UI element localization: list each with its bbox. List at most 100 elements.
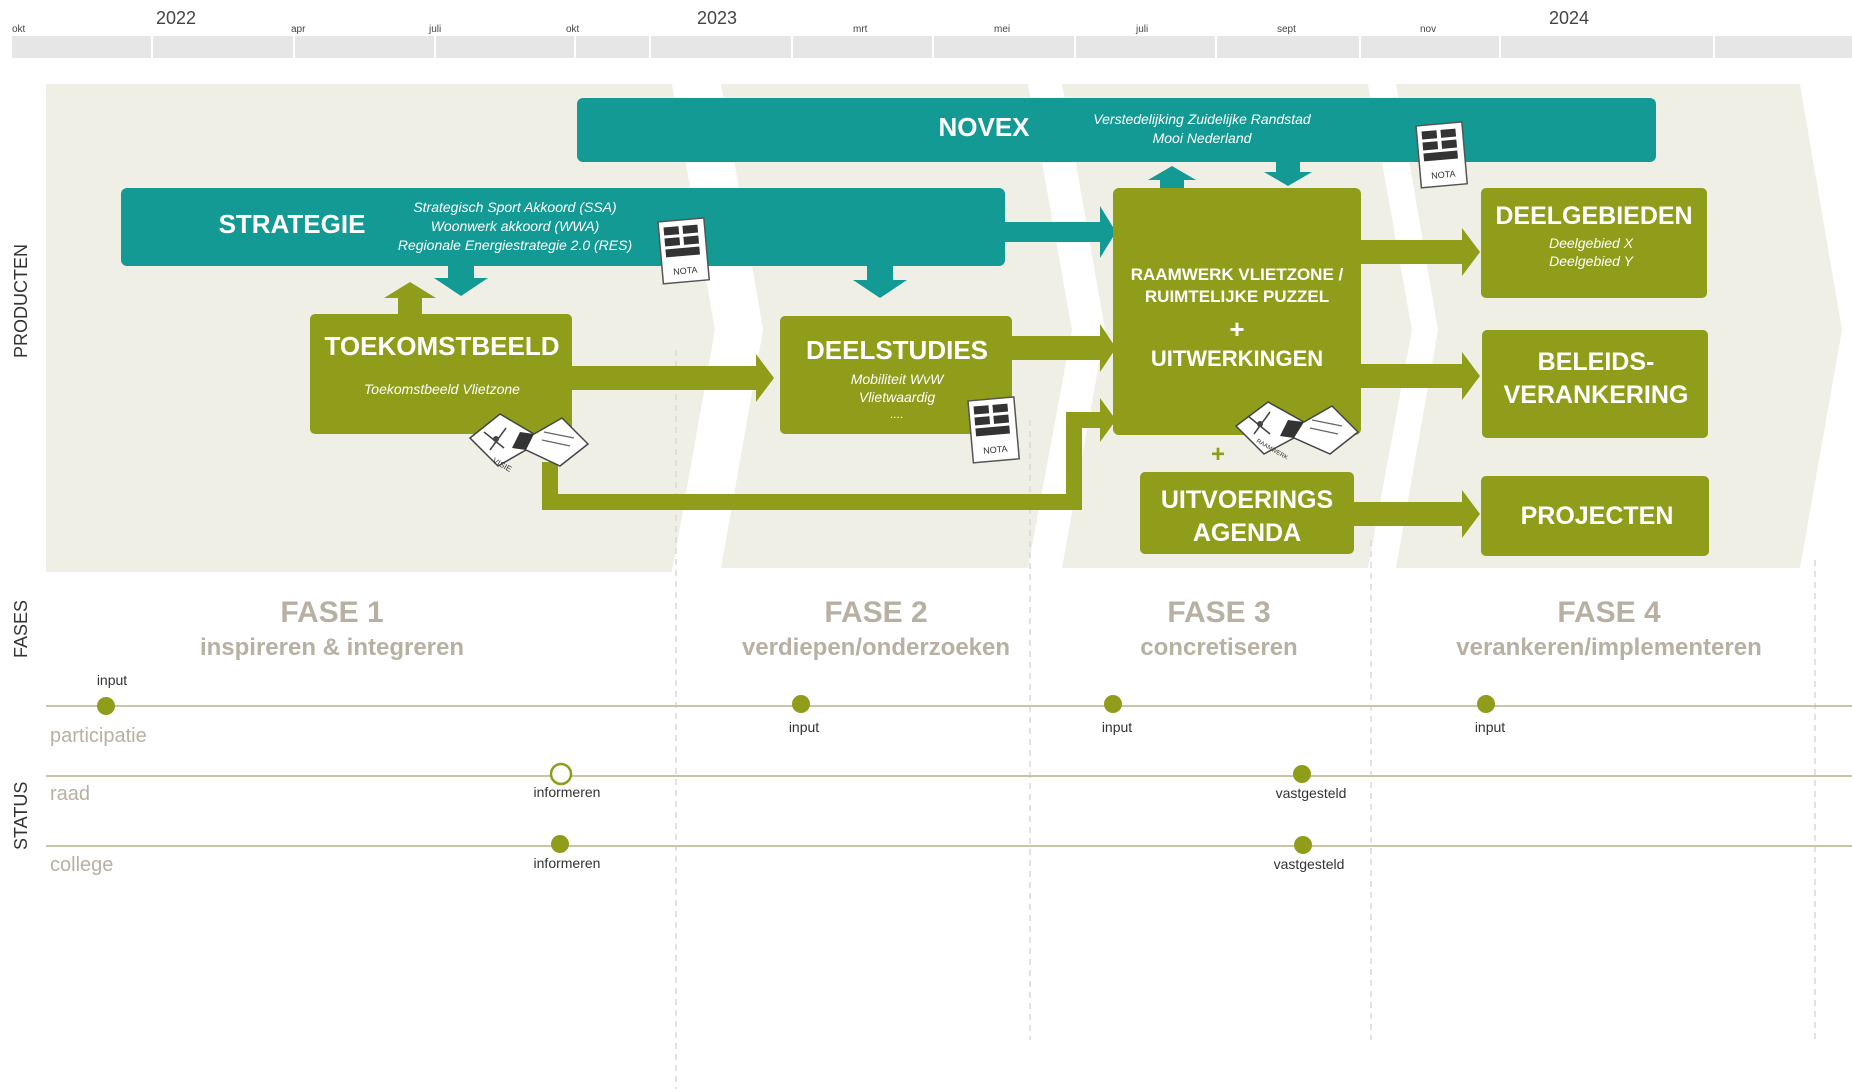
phase-sub: inspireren & integreren [200,634,464,661]
month-label: nov [1420,24,1436,35]
document-icon: NOTA [657,217,711,285]
phase-title: FASE 2 [824,596,927,629]
status-label-raad: raad [50,783,90,805]
arrow-strategie-raamwerk [1004,206,1116,258]
month-label: mrt [853,24,868,35]
novex-title: NOVEX [938,112,1030,142]
raamwerk-box: RAAMWERK VLIETZONE / RUIMTELIJKE PUZZEL … [1113,188,1361,435]
novex-box: NOVEX Verstedelijking Zuidelijke Randsta… [577,98,1656,162]
arrow-toekomstbeeld-deelstudies [570,354,774,402]
phase-separators [675,350,1816,1089]
arrow-strategie-toekomstbeeld [434,264,488,296]
nota-label: NOTA [1431,169,1456,181]
milestone-label: input [97,672,127,688]
deelgebieden-line: Deelgebied Y [1549,253,1634,269]
arrow-raamwerk-novex [1148,166,1196,188]
arrow-strategie-deelstudies [853,264,907,298]
strategie-title: STRATEGIE [219,209,366,239]
uitvoering-line: AGENDA [1193,519,1301,547]
phase-title: FASE 4 [1557,596,1661,629]
timeline: 2022 2023 2024 okt apr juli okt mrt mei … [12,8,1852,58]
document-icon: NOTA [1415,121,1469,189]
status-label-college: college [50,854,113,876]
strategie-line: Regionale Energiestrategie 2.0 (RES) [398,237,632,253]
beleid-line: BELEIDS- [1538,348,1655,376]
strategie-line: Strategisch Sport Akkoord (SSA) [413,199,616,215]
arrow-deelstudies-raamwerk [1012,324,1116,372]
phase-title: FASE 3 [1167,596,1270,629]
month-label: apr [291,24,306,35]
novex-line: Mooi Nederland [1153,130,1253,146]
milestone-label: informeren [534,855,601,871]
novex-line: Verstedelijking Zuidelijke Randstad [1093,111,1312,127]
month-label: mei [994,24,1010,35]
uitvoering-line: UITVOERINGS [1161,486,1333,514]
deelstudies-line: Mobiliteit WvW [851,371,945,387]
document-icon: NOTA [967,396,1021,464]
strategie-line: Woonwerk akkoord (WWA) [431,218,600,234]
phase-labels: FASE 1 inspireren & integreren FASE 2 ve… [200,596,1762,661]
milestone-dot [1294,836,1312,854]
milestone-dot [1293,765,1311,783]
raamwerk-line: UITWERKINGEN [1151,346,1323,371]
month-label: okt [12,24,26,35]
year-label: 2023 [697,8,737,28]
milestone-dot-open [549,762,573,786]
deelstudies-box: DEELSTUDIES Mobiliteit WvW Vlietwaardig … [780,316,1012,434]
arrow-raamwerk-beleid [1358,352,1480,400]
toekomstbeeld-title: TOEKOMSTBEELD [325,331,560,361]
beleid-box: BELEIDS- VERANKERING [1482,330,1708,438]
projecten-title: PROJECTEN [1521,502,1674,530]
milestone-label: vastgesteld [1276,785,1347,801]
deelstudies-line: .... [890,407,903,421]
status-rows: participatie raad college input input in… [46,672,1852,876]
toekomstbeeld-sub: Toekomstbeeld Vlietzone [364,381,520,397]
nota-label: NOTA [673,265,698,277]
status-label-participatie: participatie [50,725,147,747]
arrow-raamwerk-deelgebieden [1358,228,1480,276]
beleid-line: VERANKERING [1504,381,1689,409]
deelstudies-line: Vlietwaardig [859,389,935,405]
arrow-novex-raamwerk [1264,162,1312,186]
arrow-uitvoering-projecten [1352,490,1480,538]
milestone-dot [1104,695,1122,713]
milestone-label: input [1475,719,1505,735]
phase-sub: concretiseren [1140,634,1297,661]
deelstudies-title: DEELSTUDIES [806,335,988,365]
milestone-dot [792,695,810,713]
milestone-label: input [789,719,819,735]
raamwerk-line: RUIMTELIJKE PUZZEL [1145,287,1329,306]
nota-label: NOTA [983,444,1008,456]
raamwerk-plus: + [1229,314,1244,344]
phase-title: FASE 1 [280,596,383,629]
deelgebieden-title: DEELGEBIEDEN [1495,202,1692,230]
milestone-label: informeren [534,784,601,800]
strategie-box: STRATEGIE Strategisch Sport Akkoord (SSA… [121,188,1005,266]
year-label: 2024 [1549,8,1589,28]
month-label: juli [428,24,441,35]
side-label-producten: PRODUCTEN [11,244,31,358]
year-label: 2022 [156,8,196,28]
milestone-dot [97,697,115,715]
deelgebieden-box: DEELGEBIEDEN Deelgebied X Deelgebied Y [1481,188,1707,298]
arrow-toekomstbeeld-strategie [384,282,436,316]
month-label: okt [566,24,580,35]
milestone-dot [551,835,569,853]
arrow-toekomstbeeld-raamwerk [542,398,1116,510]
uitvoering-plus: + [1211,441,1225,468]
phase-sub: verankeren/implementeren [1456,634,1761,661]
deelgebieden-line: Deelgebied X [1549,235,1634,251]
uitvoering-box: UITVOERINGS AGENDA [1140,472,1354,554]
side-label-fases: FASES [11,600,31,658]
toekomstbeeld-box: TOEKOMSTBEELD Toekomstbeeld Vlietzone [310,314,572,434]
milestone-dot [1477,695,1495,713]
month-label: juli [1135,24,1148,35]
projecten-box: PROJECTEN [1481,476,1709,556]
side-label-status: STATUS [11,782,31,850]
phase-sub: verdiepen/onderzoeken [742,634,1010,661]
month-label: sept [1277,24,1296,35]
raamwerk-line: RAAMWERK VLIETZONE / [1131,265,1344,284]
milestone-label: input [1102,719,1132,735]
arrows [384,162,1480,538]
